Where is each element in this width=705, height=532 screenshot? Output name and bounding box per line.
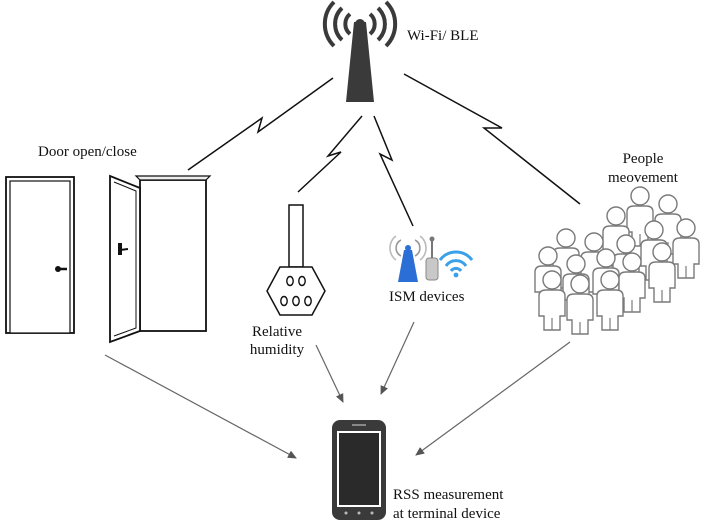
wireless-link-ism	[373, 115, 414, 227]
people-group-icon	[534, 186, 700, 335]
ism-devices-label: ISM devices	[389, 289, 465, 305]
person-icon	[538, 270, 566, 331]
person-icon	[566, 274, 594, 335]
arrow-humidity-to-device	[315, 344, 344, 403]
arrow-door-to-device	[104, 354, 297, 459]
person-icon	[596, 270, 624, 331]
wifi-ble-label: Wi-Fi/ BLE	[407, 28, 479, 44]
person-icon	[672, 218, 700, 279]
ism-devices-icon	[389, 235, 474, 282]
person-icon	[618, 252, 646, 313]
wifi-tower-icon	[322, 0, 398, 102]
people-label-line1: People	[622, 151, 664, 167]
wireless-link-humidity	[297, 115, 363, 193]
wireless-link-door	[187, 77, 334, 171]
rss-label-line1: RSS measurement	[393, 487, 504, 503]
rss-label-line2: at terminal device	[393, 506, 501, 522]
wireless-link-people	[403, 73, 581, 205]
door-open-icon	[109, 174, 212, 344]
door-closed-icon	[5, 176, 75, 334]
humidity-label-line2: humidity	[249, 342, 305, 358]
arrow-people-to-device	[415, 341, 571, 456]
humidity-label-line1: Relative	[252, 324, 302, 340]
person-icon	[648, 242, 676, 303]
smartphone-icon	[332, 420, 386, 520]
humidity-sensor-icon	[266, 204, 326, 316]
people-label-line2: meovement	[608, 170, 678, 186]
arrow-ism-to-device	[380, 321, 415, 395]
door-label: Door open/close	[38, 144, 137, 160]
